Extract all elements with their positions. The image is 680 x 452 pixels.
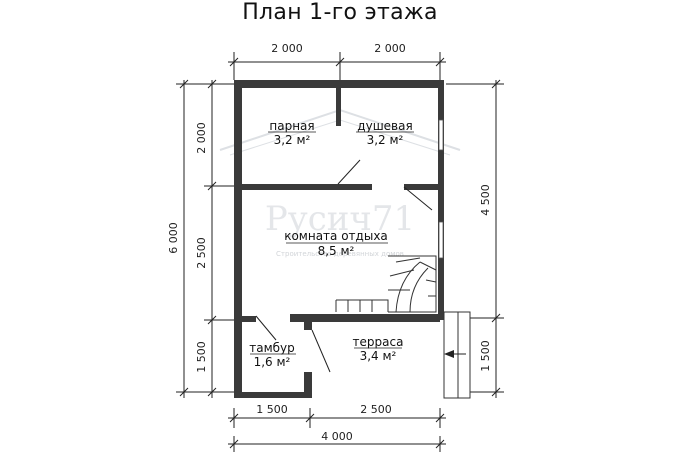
dim-top-right: 2 000 [374,42,406,55]
dim-left-middle: 2 500 [195,237,208,269]
room-terrasa-area: 3,4 м² [360,349,397,363]
dim-top-left: 2 000 [271,42,303,55]
dim-right-lower: 1 500 [479,340,492,372]
room-komnata-area: 8,5 м² [318,244,355,258]
room-tambur-name: тамбур [249,341,295,355]
staircase [335,255,437,313]
terrace-steps [443,311,471,399]
room-dushevaya-name: душевая [357,119,412,133]
doors [255,159,433,373]
dimension-lines [176,52,504,452]
room-dushevaya-area: 3,2 м² [367,133,404,147]
dim-left-top: 2 000 [195,122,208,154]
dim-bottom-left: 1 500 [256,403,288,416]
walls [234,80,444,398]
watermark-tagline: Строительство деревянных домов [276,250,404,258]
dim-bottom-total: 4 000 [321,430,353,443]
entry-arrow-icon [444,350,466,358]
room-parnaya-name: парная [269,119,314,133]
room-komnata-name: комната отдыха [284,229,388,243]
dim-right-upper: 4 500 [479,184,492,216]
room-parnaya-area: 3,2 м² [274,133,311,147]
dim-left-bottom: 1 500 [195,341,208,373]
watermark-text: Русич71 [265,199,415,239]
dim-bottom-right: 2 500 [360,403,392,416]
plan-title: План 1-го этажа [242,0,438,25]
room-tambur-area: 1,6 м² [254,355,291,369]
room-terrasa-name: терраса [353,335,404,349]
dim-left-total: 6 000 [167,222,180,254]
windows [438,119,444,259]
